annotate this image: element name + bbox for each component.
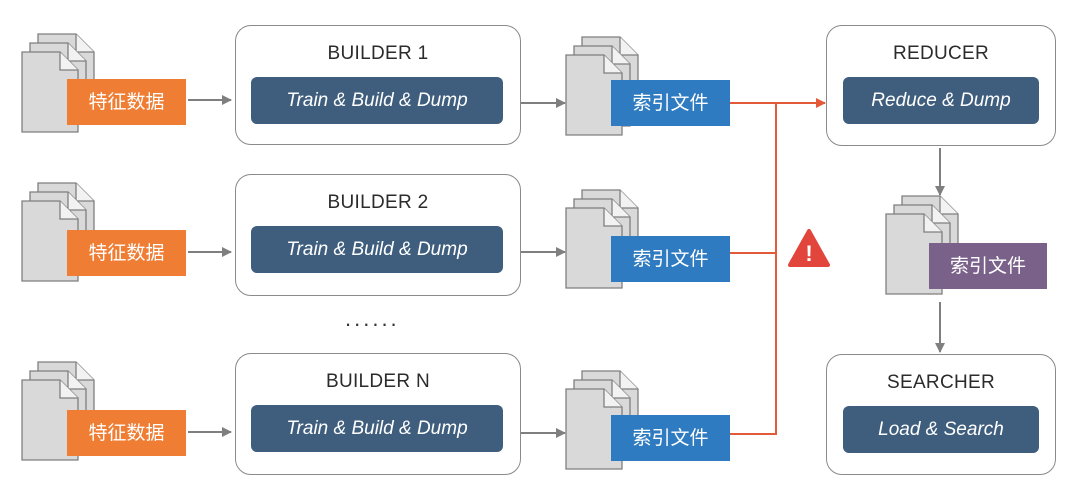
reducer-action: Reduce & Dump xyxy=(843,77,1039,124)
builder-title: BUILDER 2 xyxy=(327,192,429,213)
builder-box-2: BUILDER 2 Train & Build & Dump xyxy=(235,174,521,296)
input-tag-1: 特征数据 xyxy=(67,79,186,125)
builder-box-n: BUILDER N Train & Build & Dump xyxy=(235,353,521,475)
index-tag-3: 索引文件 xyxy=(611,415,730,461)
builder-action: Train & Build & Dump xyxy=(251,77,503,124)
document-stack-icon xyxy=(21,33,95,133)
ellipsis: ...... xyxy=(345,306,400,331)
reducer-box: REDUCER Reduce & Dump xyxy=(826,25,1056,146)
index-tag-2: 索引文件 xyxy=(611,236,730,282)
reducer-title: REDUCER xyxy=(892,43,990,64)
input-tag-2: 特征数据 xyxy=(67,230,186,276)
builder-action: Train & Build & Dump xyxy=(251,405,503,452)
builder-action: Train & Build & Dump xyxy=(251,226,503,273)
builder-box-1: BUILDER 1 Train & Build & Dump xyxy=(235,25,521,145)
searcher-box: SEARCHER Load & Search xyxy=(826,354,1056,475)
merged-index-tag: 索引文件 xyxy=(929,243,1047,289)
index-tag-1: 索引文件 xyxy=(611,80,730,126)
searcher-title: SEARCHER xyxy=(887,372,995,393)
builder-title: BUILDER 1 xyxy=(327,43,429,64)
input-tag-3: 特征数据 xyxy=(67,410,186,456)
builder-title: BUILDER N xyxy=(325,371,431,392)
searcher-action: Load & Search xyxy=(843,406,1039,453)
warning-symbol: ! xyxy=(805,241,812,266)
